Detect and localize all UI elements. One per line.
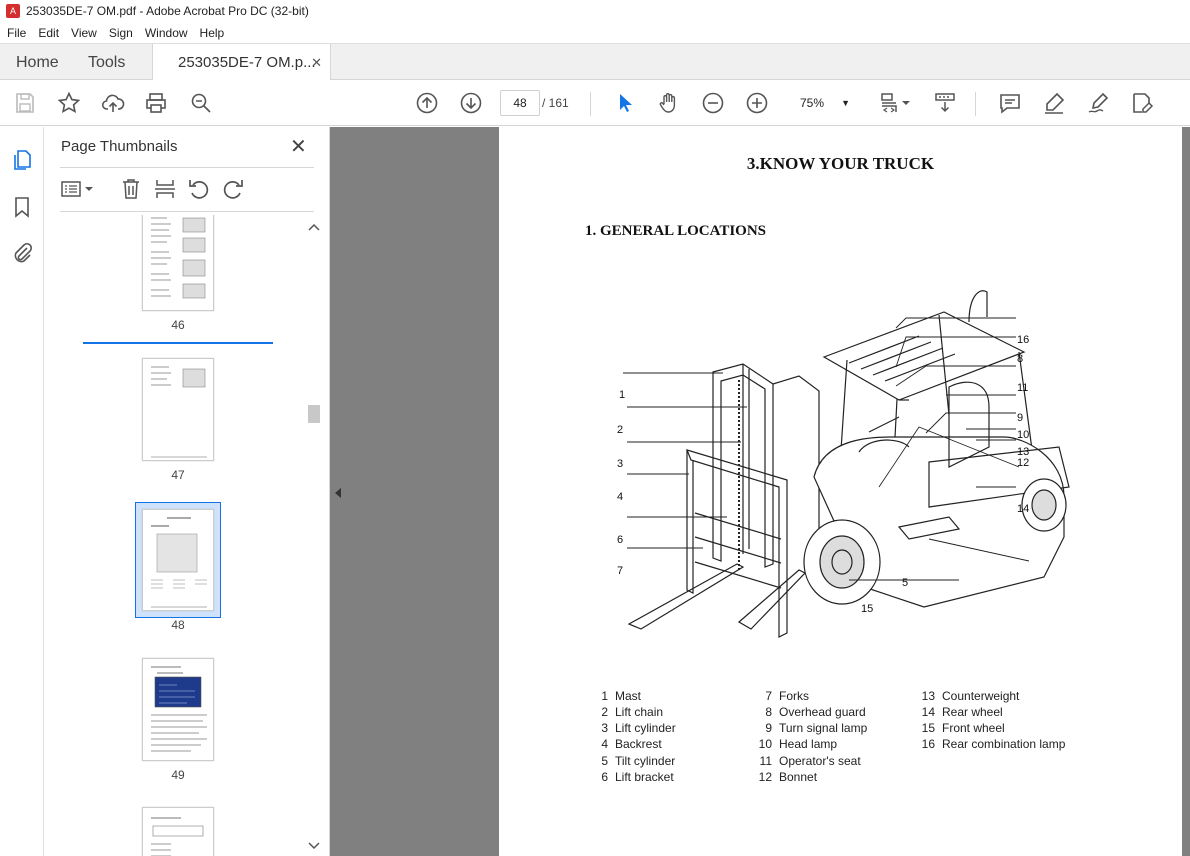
section-heading: 1. GENERAL LOCATIONS — [585, 223, 767, 239]
thumbnail-page-label: 49 — [171, 768, 185, 782]
pdf-page: 3.KNOW YOUR TRUCK 1. GENERAL LOCATIONS — [499, 127, 1182, 856]
page-fit-icon[interactable] — [876, 90, 902, 116]
draw-sign-icon[interactable] — [1085, 90, 1111, 116]
page-thumbnail-49[interactable] — [142, 658, 214, 761]
callout-6: 6 — [617, 534, 624, 546]
menu-file[interactable]: File — [7, 25, 27, 40]
menu-bar: File Edit View Sign Window Help — [0, 22, 1190, 43]
callout-1: 1 — [619, 389, 626, 401]
panel-divider — [60, 167, 314, 168]
zoom-out-icon[interactable] — [700, 90, 726, 116]
callout-5: 5 — [902, 577, 909, 589]
callout-14: 14 — [1017, 503, 1030, 515]
window-title: 253035DE-7 OM.pdf - Adobe Acrobat Pro DC… — [26, 4, 309, 18]
edit-pdf-icon[interactable] — [1129, 90, 1155, 116]
toolbar — [0, 80, 1190, 126]
delete-icon[interactable] — [119, 177, 143, 201]
menu-sign[interactable]: Sign — [108, 25, 133, 40]
callout-13: 13 — [1017, 446, 1030, 458]
highlight-pen-icon[interactable] — [1041, 90, 1067, 116]
window-title-bar: A 253035DE-7 OM.pdf - Adobe Acrobat Pro … — [0, 0, 1190, 22]
thumbnail-page-label: 46 — [171, 318, 185, 332]
tab-document[interactable]: 253035DE-7 OM.p... ✕ — [152, 44, 331, 81]
menu-window[interactable]: Window — [144, 25, 188, 40]
comment-icon[interactable] — [997, 90, 1023, 116]
callout-15: 15 — [861, 603, 874, 615]
thumbnail-page-label: 48 — [171, 618, 185, 632]
page-fit-dropdown-icon[interactable] — [900, 90, 912, 116]
bookmarks-icon[interactable] — [10, 195, 34, 219]
close-icon[interactable]: ✕ — [290, 136, 307, 158]
insert-page-icon[interactable] — [153, 177, 177, 201]
chevron-down-icon: ▼ — [841, 98, 850, 108]
zoom-in-icon[interactable] — [744, 90, 770, 116]
thumbnail-options-icon[interactable] — [60, 177, 96, 201]
menu-view[interactable]: View — [71, 25, 97, 40]
tab-close-icon[interactable]: ✕ — [311, 54, 322, 70]
tab-bar: Home Tools 253035DE-7 OM.p... ✕ — [0, 43, 1190, 81]
page-number-input[interactable]: 48 — [500, 90, 540, 116]
callout-3: 3 — [617, 458, 624, 470]
menu-help[interactable]: Help — [199, 25, 225, 40]
tab-home[interactable]: Home — [16, 53, 59, 71]
page-thumbnails-icon[interactable] — [10, 148, 34, 172]
page-thumbnails-panel: Page Thumbnails ✕ 46 — [44, 127, 330, 856]
callout-7: 7 — [617, 565, 624, 577]
page-thumbnail-50[interactable] — [142, 807, 214, 856]
scrollbar-thumb[interactable] — [308, 405, 320, 423]
search-zoom-icon[interactable] — [188, 90, 214, 116]
callout-16: 16 — [1017, 334, 1030, 346]
save-icon[interactable] — [12, 90, 38, 116]
callout-4: 4 — [617, 491, 624, 503]
rotate-left-icon[interactable] — [187, 177, 211, 201]
bookmark-star-icon[interactable] — [56, 90, 82, 116]
menu-edit[interactable]: Edit — [38, 25, 60, 40]
acrobat-icon: A — [6, 4, 20, 18]
callout-2: 2 — [617, 424, 624, 436]
scroll-down-icon[interactable] — [306, 840, 322, 852]
rotate-right-icon[interactable] — [221, 177, 245, 201]
thumbnail-scrollbar[interactable] — [306, 215, 322, 856]
page-heading: 3.KNOW YOUR TRUCK — [746, 154, 935, 173]
toolbar-divider — [975, 92, 976, 116]
thumbnail-page-label: 47 — [171, 468, 185, 482]
previous-page-icon[interactable] — [414, 90, 440, 116]
collapse-panel-icon[interactable] — [333, 487, 343, 502]
callout-10: 10 — [1017, 429, 1030, 441]
page-total: / 161 — [542, 96, 569, 110]
callout-9: 9 — [1017, 412, 1024, 424]
scroll-mode-icon[interactable] — [932, 90, 958, 116]
callout-8: 8 — [1017, 353, 1024, 365]
page-thumbnail-47[interactable] — [142, 358, 214, 461]
zoom-select[interactable]: 75% ▼ — [786, 90, 856, 116]
tab-document-label: 253035DE-7 OM.p... — [178, 54, 316, 71]
callout-11: 11 — [1017, 382, 1029, 394]
upload-cloud-icon[interactable] — [100, 90, 126, 116]
callout-12: 12 — [1017, 457, 1030, 469]
toolbar-divider — [590, 92, 591, 116]
panel-divider — [60, 211, 314, 212]
zoom-value: 75% — [800, 96, 825, 110]
next-page-icon[interactable] — [458, 90, 484, 116]
forklift-illustration — [623, 290, 1070, 638]
drop-indicator — [83, 342, 273, 344]
scroll-up-icon[interactable] — [306, 221, 322, 233]
page-thumbnail-48[interactable] — [142, 509, 214, 611]
hand-tool-icon[interactable] — [656, 90, 682, 116]
page-thumbnail-46[interactable] — [142, 215, 214, 311]
attachments-icon[interactable] — [10, 241, 34, 265]
print-icon[interactable] — [143, 90, 169, 116]
thumbnail-list: 46 47 48 — [60, 215, 304, 856]
select-cursor-icon[interactable] — [612, 90, 638, 116]
tab-tools[interactable]: Tools — [88, 53, 126, 71]
panel-title: Page Thumbnails — [61, 138, 178, 155]
navigation-pane-strip — [0, 127, 44, 856]
